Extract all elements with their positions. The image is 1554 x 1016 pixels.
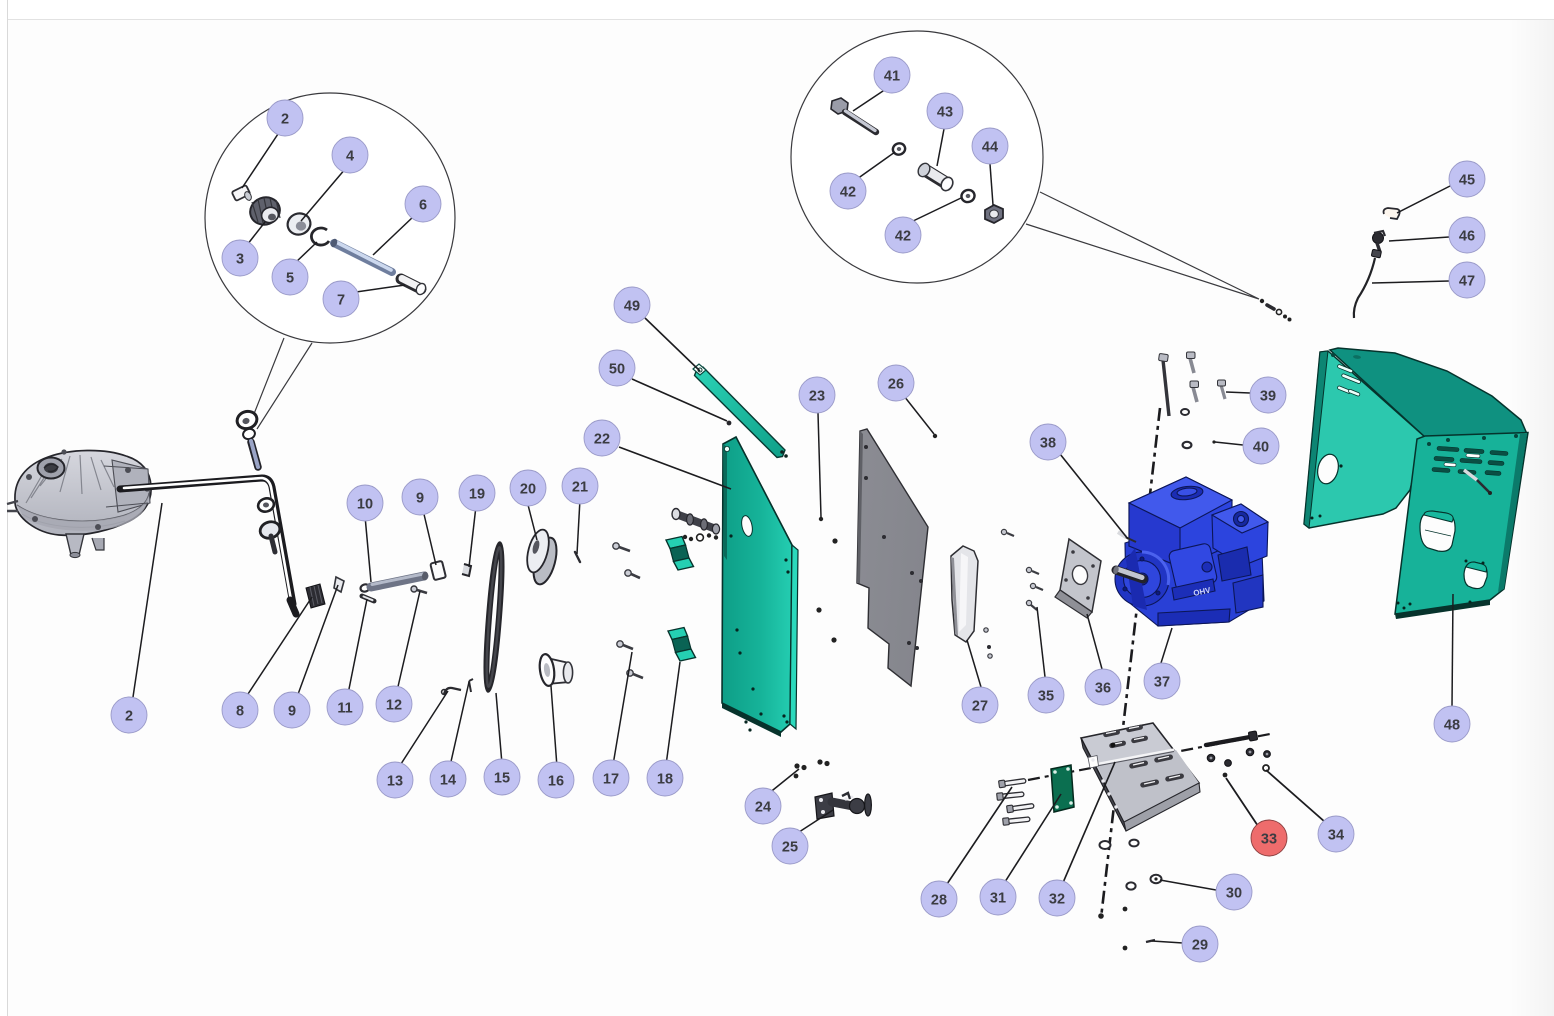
svg-text:46: 46: [1459, 228, 1475, 244]
svg-text:26: 26: [888, 376, 904, 392]
svg-text:39: 39: [1260, 388, 1276, 404]
svg-text:14: 14: [440, 772, 456, 788]
svg-text:40: 40: [1253, 439, 1269, 455]
svg-text:18: 18: [657, 771, 673, 787]
svg-text:OHV: OHV: [1193, 585, 1212, 598]
svg-text:41: 41: [884, 68, 900, 84]
svg-text:10: 10: [357, 496, 373, 512]
svg-text:19: 19: [469, 486, 485, 502]
svg-text:5: 5: [286, 270, 294, 286]
svg-text:33: 33: [1261, 831, 1277, 847]
svg-text:37: 37: [1154, 674, 1170, 690]
svg-text:13: 13: [387, 773, 403, 789]
svg-text:28: 28: [931, 892, 947, 908]
svg-text:21: 21: [572, 479, 588, 495]
svg-text:17: 17: [603, 771, 619, 787]
svg-text:22: 22: [594, 431, 610, 447]
svg-text:29: 29: [1192, 937, 1208, 953]
svg-text:15: 15: [494, 770, 510, 786]
svg-text:23: 23: [809, 388, 825, 404]
svg-text:31: 31: [990, 890, 1006, 906]
svg-text:24: 24: [755, 799, 771, 815]
svg-text:38: 38: [1040, 435, 1056, 451]
svg-text:42: 42: [895, 228, 911, 244]
svg-text:43: 43: [937, 104, 953, 120]
svg-text:9: 9: [416, 490, 424, 506]
svg-text:47: 47: [1459, 273, 1475, 289]
svg-text:36: 36: [1095, 680, 1111, 696]
svg-text:3: 3: [236, 251, 244, 267]
svg-text:45: 45: [1459, 172, 1475, 188]
svg-text:25: 25: [782, 839, 798, 855]
svg-text:12: 12: [386, 697, 402, 713]
svg-text:2: 2: [125, 708, 133, 724]
svg-text:34: 34: [1328, 827, 1344, 843]
svg-text:11: 11: [337, 700, 352, 716]
svg-text:42: 42: [840, 184, 856, 200]
svg-text:49: 49: [624, 298, 640, 314]
svg-text:7: 7: [337, 292, 345, 308]
svg-text:27: 27: [972, 698, 988, 714]
svg-text:8: 8: [236, 703, 244, 719]
svg-text:48: 48: [1444, 717, 1460, 733]
svg-text:2: 2: [281, 111, 289, 127]
svg-text:35: 35: [1038, 688, 1054, 704]
svg-text:32: 32: [1049, 891, 1065, 907]
svg-text:30: 30: [1226, 885, 1242, 901]
svg-text:9: 9: [288, 703, 296, 719]
svg-text:6: 6: [419, 197, 427, 213]
svg-text:50: 50: [609, 361, 625, 377]
svg-text:4: 4: [346, 148, 354, 164]
svg-text:16: 16: [548, 773, 564, 789]
svg-text:20: 20: [520, 481, 536, 497]
svg-text:44: 44: [982, 139, 998, 155]
